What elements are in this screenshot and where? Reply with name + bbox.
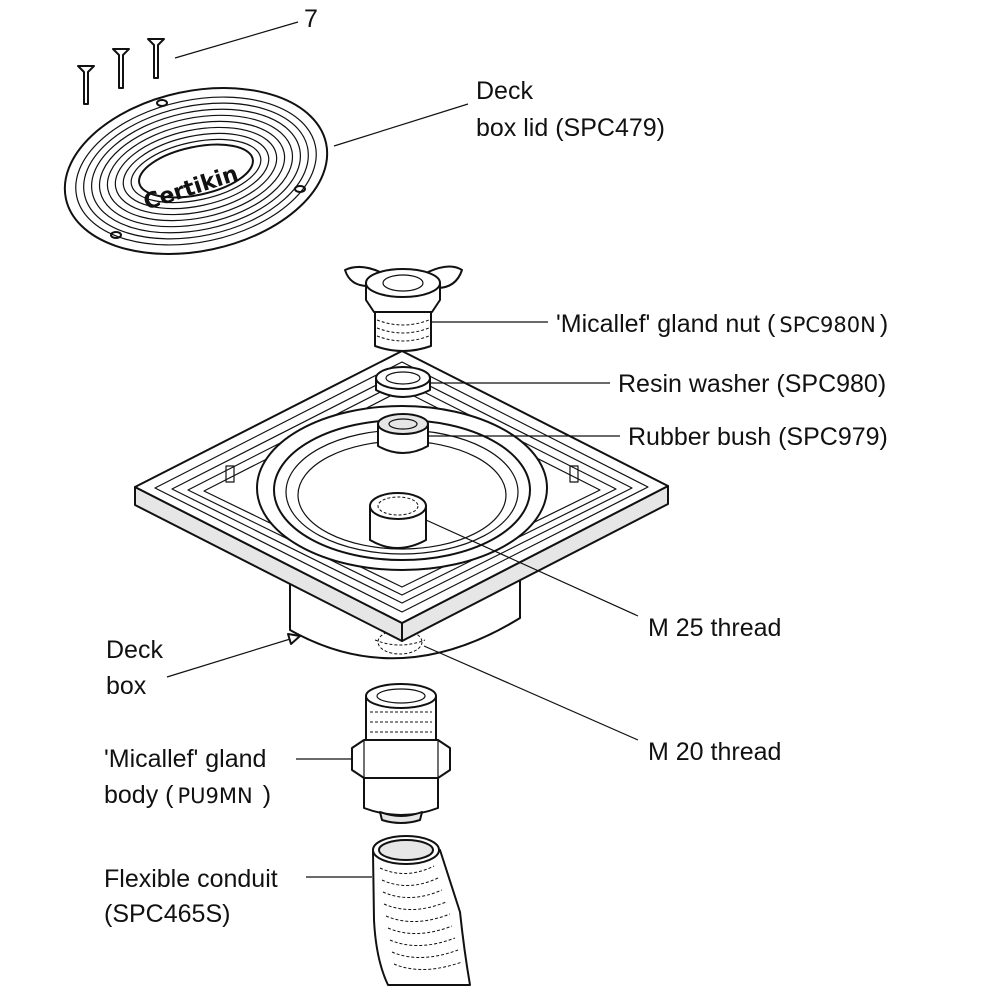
- screw-1: [77, 65, 95, 105]
- screw-3: [147, 38, 165, 79]
- conduit-label-line1: Flexible conduit: [104, 865, 278, 893]
- gland-nut-code: SPC980N: [779, 313, 875, 337]
- gland-nut: [344, 265, 463, 352]
- gland-body-code: PU9MN: [177, 784, 252, 808]
- gland-body-label-text: body (: [104, 781, 174, 809]
- deck-box-rim: [256, 405, 548, 571]
- flange-notch: [225, 465, 235, 483]
- screws-ref-label: 7: [304, 5, 318, 33]
- deck-box-leader: [166, 635, 301, 678]
- deck-box: [134, 350, 669, 660]
- deck-box-label-line1: Deck: [106, 636, 163, 664]
- screw-2: [112, 48, 130, 89]
- m25-leader: [425, 519, 639, 617]
- flange-notch: [569, 465, 579, 483]
- m20-leader: [423, 645, 639, 741]
- gland-nut-label-close: ): [880, 310, 888, 338]
- lid-label-line1: Deck: [476, 77, 533, 105]
- lid-screw-hole: [156, 99, 168, 107]
- m20-label: M 20 thread: [648, 738, 781, 766]
- screws-leader: [174, 21, 299, 59]
- lid-label-line2: box lid (SPC479): [476, 114, 665, 142]
- deck-box-lid: Certikin: [63, 87, 329, 255]
- screws: [77, 38, 165, 105]
- rubber-bush: [377, 413, 429, 454]
- flexible-conduit: [372, 835, 471, 986]
- rubber-bush-label: Rubber bush (SPC979): [628, 423, 888, 451]
- gland-body-label-line1: 'Micallef' gland: [104, 745, 266, 773]
- lid-screw-hole: [294, 185, 306, 193]
- gland-nut-label-text: 'Micallef' gland nut (: [556, 310, 776, 338]
- gland-nut-label: 'Micallef' gland nut (SPC980N): [556, 310, 888, 338]
- gland-body-label-line2: body (PU9MN): [104, 781, 271, 809]
- resin-washer: [375, 366, 431, 398]
- deck-box-arrowhead: [287, 633, 301, 645]
- lid-leader: [333, 103, 469, 147]
- resin-washer-label: Resin washer (SPC980): [618, 370, 886, 398]
- m25-boss: [369, 492, 427, 549]
- lid-screw-hole: [110, 231, 122, 239]
- m25-label: M 25 thread: [648, 614, 781, 642]
- gland-body: [351, 683, 451, 824]
- deck-box-label-line2: box: [106, 672, 147, 700]
- conduit-label-line2: (SPC465S): [104, 900, 230, 928]
- gland-body-label-close: ): [263, 781, 271, 809]
